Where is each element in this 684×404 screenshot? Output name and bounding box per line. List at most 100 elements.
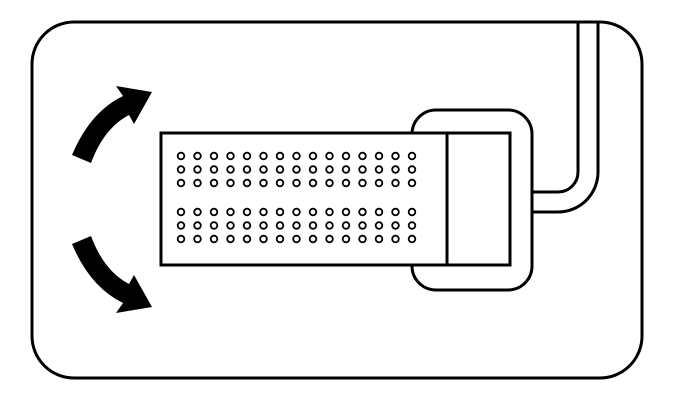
perforation-hole (226, 178, 235, 188)
perforation-hole (374, 207, 384, 217)
perforation-hole (358, 151, 367, 161)
perforation-hole (226, 165, 235, 174)
perforation-hole (341, 178, 351, 188)
perforation-hole (242, 178, 252, 188)
perforation-hole (226, 221, 235, 230)
cable-outer-line (532, 22, 600, 214)
perforation-hole (358, 165, 367, 174)
perforation-hole (176, 221, 186, 230)
perforation-hole (407, 234, 417, 244)
perforation-hole (308, 178, 318, 188)
perforation-hole (275, 207, 285, 217)
perforation-hole (325, 165, 334, 174)
perforation-hole (242, 207, 252, 217)
perforation-hole (259, 234, 268, 244)
perforation-hole (193, 151, 202, 161)
perforation-hole (374, 234, 384, 244)
perforation-hole (275, 234, 285, 244)
perforation-hole (325, 234, 334, 244)
perforation-hole (325, 207, 334, 217)
perforation-hole (341, 151, 351, 161)
perforation-hole (308, 207, 318, 217)
perforation-hole (275, 178, 285, 188)
cable-inner-line (532, 22, 580, 194)
perforation-hole (292, 151, 301, 161)
perforation-hole (292, 178, 301, 188)
perforation-hole (374, 178, 384, 188)
perforation-hole (292, 221, 301, 230)
perforation-hole (275, 151, 285, 161)
perforation-hole (259, 207, 268, 217)
perforation-hole (325, 221, 334, 230)
rotate-down-arrow (72, 236, 152, 313)
perforation-hole (308, 234, 318, 244)
rotate-up-arrow (72, 86, 152, 163)
perforation-hole (176, 207, 186, 217)
outer-frame (30, 20, 644, 380)
perforation-hole (176, 234, 186, 244)
perforation-hole (391, 207, 400, 217)
perforation-hole (407, 207, 417, 217)
perforation-hole (209, 178, 219, 188)
perforation-hole (341, 234, 351, 244)
perforation-hole (358, 221, 367, 230)
perforation-hole (259, 178, 268, 188)
perforation-hole (341, 165, 351, 174)
perforation-hole (259, 165, 268, 174)
perforation-hole (374, 151, 384, 161)
perforation-hole (193, 234, 202, 244)
perforation-hole (275, 165, 285, 174)
perforation-hole (209, 221, 219, 230)
perforation-hole (341, 221, 351, 230)
perforation-hole (391, 165, 400, 174)
perforation-hole (391, 234, 400, 244)
perforation-hole (193, 221, 202, 230)
perforation-hole (358, 234, 367, 244)
perforation-hole (226, 234, 235, 244)
perforation-hole (176, 178, 186, 188)
perforation-hole (259, 221, 268, 230)
perforation-hole (407, 178, 417, 188)
perforation-hole (242, 165, 252, 174)
perforation-hole (391, 221, 400, 230)
perforation-hole (176, 165, 186, 174)
cable (532, 22, 600, 214)
perforation-hole (407, 151, 417, 161)
perforation-hole (308, 151, 318, 161)
perforation-hole (391, 151, 400, 161)
perforation-hole (259, 151, 268, 161)
perforation-hole (226, 207, 235, 217)
perforation-hole (391, 178, 400, 188)
perforation-hole (325, 178, 334, 188)
perforation-hole (374, 165, 384, 174)
perforation-hole (292, 234, 301, 244)
perforation-hole (308, 165, 318, 174)
perforation-hole (193, 178, 202, 188)
perforation-hole (193, 207, 202, 217)
panel-body (159, 131, 512, 267)
perforation-hole (209, 234, 219, 244)
perforation-hole (226, 151, 235, 161)
perforation-hole (242, 151, 252, 161)
lower-hole-block (176, 207, 417, 244)
perforation-hole (209, 207, 219, 217)
perforation-hole (275, 221, 285, 230)
perforation-hole (176, 151, 186, 161)
perforation-hole (358, 178, 367, 188)
perforation-hole (407, 221, 417, 230)
perforation-hole (308, 221, 318, 230)
perforation-hole (358, 207, 367, 217)
perforation-hole (325, 151, 334, 161)
perforation-hole (407, 165, 417, 174)
perforation-hole (242, 221, 252, 230)
perforation-hole (292, 165, 301, 174)
upper-hole-block (176, 151, 417, 188)
perforation-hole (292, 207, 301, 217)
perforation-hole (209, 165, 219, 174)
perforation-hole (209, 151, 219, 161)
perforation-hole (374, 221, 384, 230)
perforation-hole (341, 207, 351, 217)
perforation-hole (193, 165, 202, 174)
perforation-hole (242, 234, 252, 244)
